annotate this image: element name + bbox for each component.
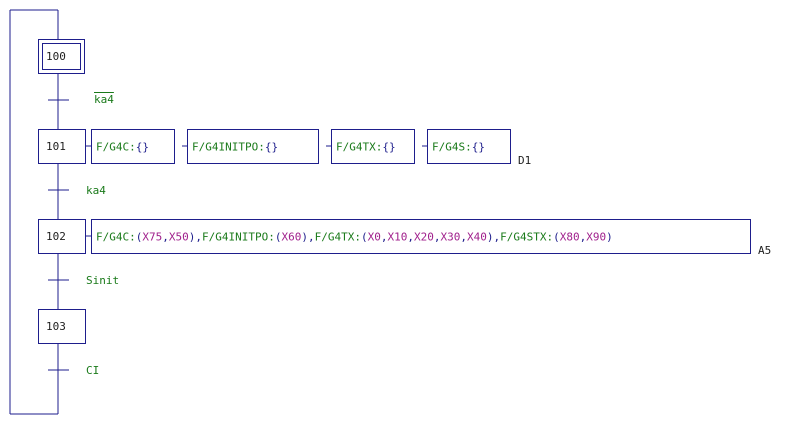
action-102-token: X30: [440, 230, 461, 243]
action-args: {}: [264, 140, 279, 153]
action-102-token: ,: [579, 230, 587, 243]
action-102-token: ): [301, 230, 308, 243]
action-102-combined[interactable]: F/G4C:(X75,X50),F/G4INITPO:(X60),F/G4TX:…: [91, 219, 751, 254]
step-100[interactable]: 100: [38, 39, 85, 74]
step-102-label: 102: [46, 230, 66, 243]
action-args: {}: [382, 140, 396, 153]
step-103-label: 103: [46, 320, 66, 333]
action-102-token: X90: [586, 230, 607, 243]
action-102-token: ,: [460, 230, 467, 243]
action-102-token: X20: [413, 230, 434, 243]
action-102-token: ,: [380, 230, 388, 243]
action-102-token: ,: [162, 230, 169, 243]
transition-2-condition[interactable]: ka4: [86, 184, 106, 197]
transition-4-condition[interactable]: CI: [86, 364, 100, 377]
initial-step-inner-frame: [42, 43, 81, 70]
action-102-token: X10: [387, 230, 408, 243]
action-101-qualifier: D1: [518, 154, 532, 167]
action-102-token: (: [553, 230, 560, 243]
action-102-token: ,: [433, 230, 441, 243]
action-name: F/G4S:: [432, 140, 472, 153]
action-102-token: F/G4C:: [96, 230, 136, 243]
action-102-token: ,: [493, 230, 501, 243]
action-102-token: ,: [195, 230, 202, 243]
action-101-g4s[interactable]: F/G4S:{}: [427, 129, 511, 164]
action-102-token: F/G4INITPO:: [202, 230, 275, 243]
step-102[interactable]: 102: [38, 219, 86, 254]
action-102-token: (: [135, 230, 143, 243]
action-101-g4initpo[interactable]: F/G4INITPO:{}: [187, 129, 319, 164]
action-102-token: (: [360, 230, 368, 243]
transition-3-condition[interactable]: Sinit: [86, 274, 120, 287]
action-102-token: X60: [281, 230, 302, 243]
action-102-token: X0: [367, 230, 381, 243]
transition-1-condition[interactable]: ka4: [94, 93, 114, 106]
action-name: F/G4C:: [96, 140, 136, 153]
action-101-g4c[interactable]: F/G4C:{}: [91, 129, 175, 164]
action-102-token: X40: [466, 230, 487, 243]
action-102-token: ,: [307, 230, 315, 243]
action-102-token: X75: [142, 230, 163, 243]
action-name: F/G4INITPO:: [192, 140, 265, 153]
action-name: F/G4TX:: [336, 140, 383, 153]
action-102-token: F/G4TX:: [314, 230, 361, 243]
action-102-token: ): [606, 230, 613, 243]
action-102-token: ,: [407, 230, 414, 243]
step-103[interactable]: 103: [38, 309, 86, 344]
action-102-token: X80: [559, 230, 580, 243]
step-101[interactable]: 101: [38, 129, 86, 164]
action-102-token: ): [486, 230, 494, 243]
action-101-g4tx[interactable]: F/G4TX:{}: [331, 129, 415, 164]
step-101-label: 101: [46, 140, 66, 153]
action-102-token: (: [274, 230, 282, 243]
step-100-label: 100: [46, 50, 66, 63]
action-args: {}: [135, 140, 149, 153]
action-102-qualifier: A5: [758, 244, 772, 257]
action-102-token: F/G4STX:: [500, 230, 554, 243]
action-102-token: X50: [168, 230, 189, 243]
action-102-text: F/G4C:(X75,X50),F/G4INITPO:(X60),F/G4TX:…: [96, 230, 613, 243]
action-102-token: ): [188, 230, 196, 243]
action-args: {}: [471, 140, 485, 153]
